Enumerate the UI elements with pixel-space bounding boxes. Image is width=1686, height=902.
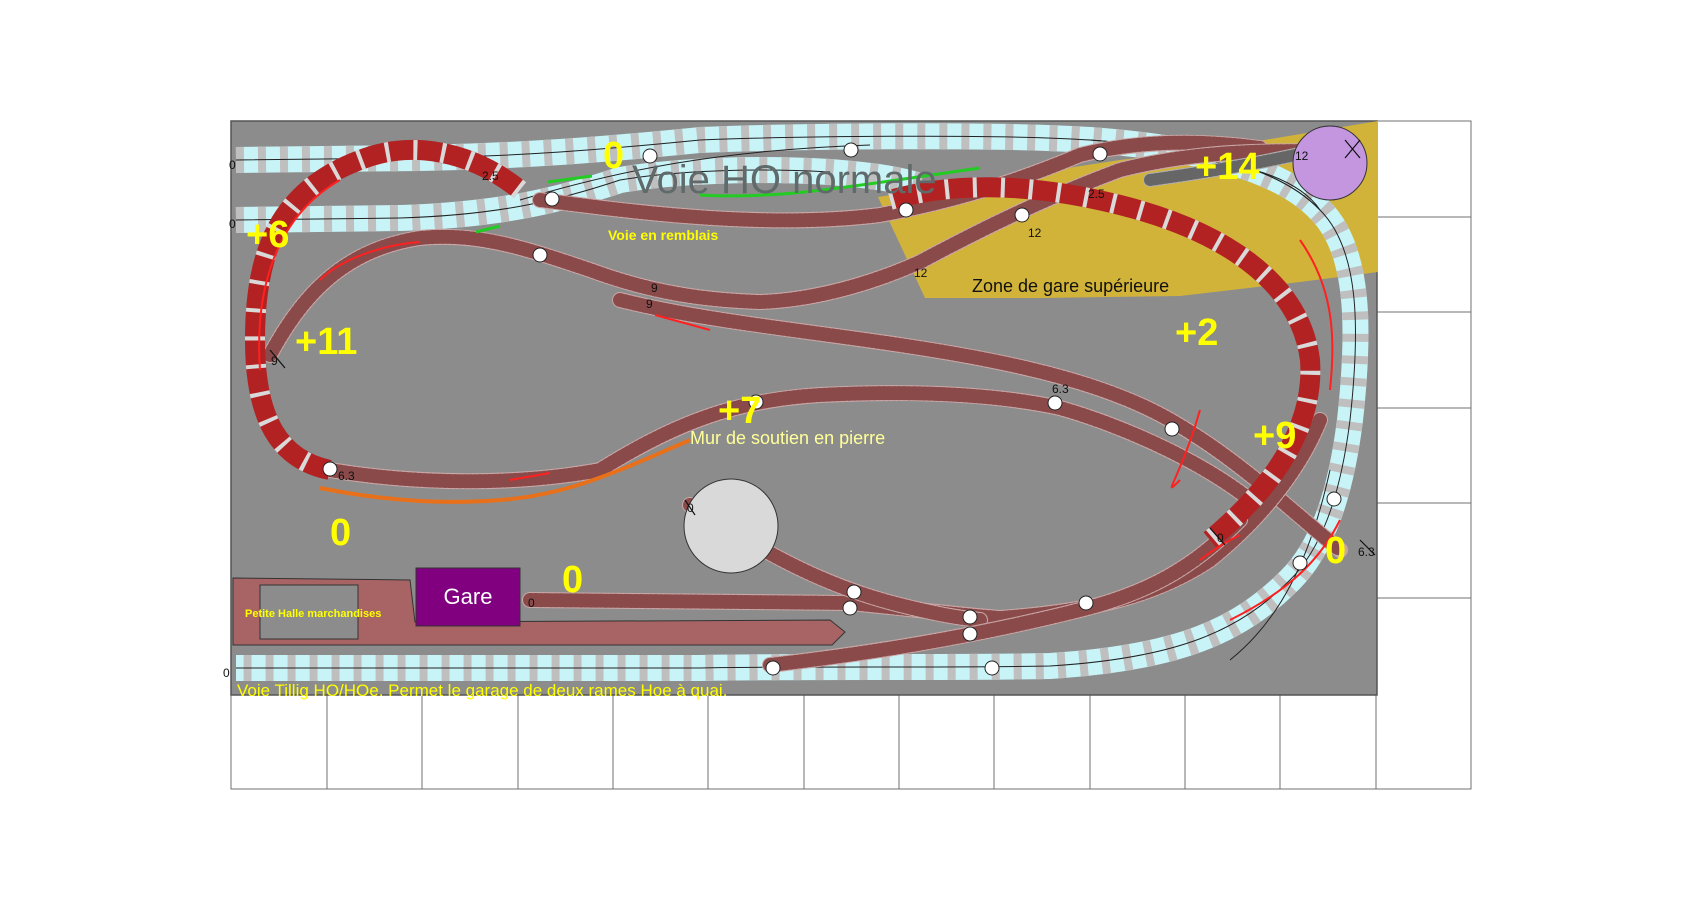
mark-12: 12: [914, 266, 928, 280]
mark-0: 0: [223, 666, 230, 680]
mark-2-5: 2.5: [1088, 187, 1105, 201]
mark-12: 12: [1028, 226, 1042, 240]
station-building[interactable]: [415, 567, 521, 627]
turntable-ho[interactable]: [1292, 125, 1368, 201]
switch-marker: [1014, 207, 1030, 223]
mark-9: 9: [646, 297, 653, 311]
embankment-mid: [699, 166, 981, 198]
elevation-label: 0: [562, 559, 583, 601]
label-voie-ho: Voie HO normale: [632, 158, 937, 202]
mark-0: 0: [1217, 531, 1224, 545]
switch-markers: [322, 142, 1342, 676]
goods-shed[interactable]: [259, 584, 359, 640]
mark-0: 0: [528, 596, 535, 610]
label-gare: Gare: [444, 584, 493, 609]
label-mur: Mur de soutien en pierre: [690, 428, 885, 448]
ho-tracks: [235, 123, 1369, 681]
retaining-wall: [319, 438, 691, 504]
switch-marker: [984, 660, 1000, 676]
mark-6-3: 6.3: [1052, 382, 1069, 396]
switch-marker: [843, 142, 859, 158]
platform: [232, 577, 846, 646]
switch-marker: [1092, 146, 1108, 162]
switch-marker: [642, 148, 658, 164]
embankment-left: [547, 174, 593, 184]
switch-marker: [544, 191, 560, 207]
elevation-label: 0: [330, 512, 351, 554]
switch-marker: [1078, 595, 1094, 611]
elevation-label: +14: [1195, 146, 1259, 188]
switch-marker: [962, 609, 978, 625]
helix-ramp: [244, 140, 1341, 621]
switch-marker: [1164, 421, 1180, 437]
elevation-label: 0: [1325, 530, 1346, 572]
mark-0: 0: [229, 158, 236, 172]
mark-6-3: 6.3: [338, 469, 355, 483]
buffer-ticks: [269, 139, 1376, 556]
elevation-label: +2: [1175, 312, 1218, 354]
embankment-low: [475, 224, 501, 234]
switch-marker: [846, 584, 862, 600]
mark-6-3: 6.3: [1358, 545, 1375, 559]
mark-0: 0: [229, 217, 236, 231]
hoe-tracks: [262, 134, 1363, 673]
switch-marker: [1326, 491, 1342, 507]
elevation-label: +11: [295, 321, 357, 363]
elevation-label: 0: [603, 135, 624, 177]
switch-marker: [765, 660, 781, 676]
label-zone-gare: Zone de gare supérieure: [972, 276, 1169, 296]
switch-marker: [532, 247, 548, 263]
turntable-hoe[interactable]: [683, 478, 779, 574]
mark-2-5: 2.5: [482, 169, 499, 183]
mark-9: 9: [271, 354, 278, 368]
elevation-label: +7: [718, 390, 761, 432]
mark-9: 9: [651, 281, 658, 295]
label-halle: Petite Halle marchandises: [245, 608, 381, 620]
label-tillig: Voie Tillig HO/HOe. Permet le garage de …: [237, 681, 727, 700]
switch-marker: [1292, 555, 1308, 571]
switch-marker: [322, 461, 338, 477]
switch-marker: [748, 394, 764, 410]
label-remblais: Voie en remblais: [608, 227, 718, 243]
switch-marker: [1047, 395, 1063, 411]
elevation-label: +6: [246, 214, 289, 256]
switch-marker: [898, 202, 914, 218]
mark-12: 12: [1295, 149, 1309, 163]
switch-marker: [962, 626, 978, 642]
elevation-label: +9: [1253, 415, 1296, 457]
switch-marker: [842, 600, 858, 616]
mark-0: 0: [687, 501, 694, 515]
